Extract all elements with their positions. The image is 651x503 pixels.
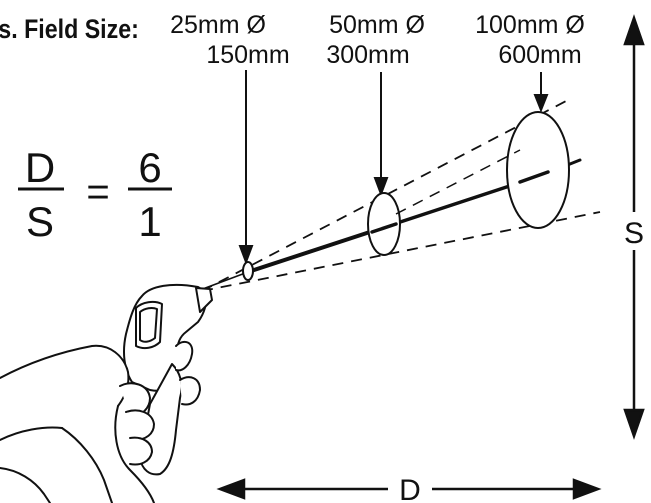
- spot-1-diameter: 25mm Ø: [170, 11, 266, 39]
- ratio-denominator-1: 1: [138, 198, 161, 245]
- thermometer-gun-illustration: [0, 283, 213, 503]
- diagram-title: s. Field Size:: [0, 14, 139, 44]
- spot-small: [242, 261, 254, 281]
- spot-large: [506, 111, 570, 229]
- measurement-spots: [242, 111, 570, 281]
- spot-medium: [367, 192, 401, 256]
- ratio-numerator-d: D: [25, 144, 55, 191]
- ratio-denominator-s: S: [26, 198, 54, 245]
- spot-1-distance: 150mm: [206, 41, 289, 69]
- spot-size-arrow: [623, 14, 645, 440]
- spot-3-distance: 600mm: [498, 41, 581, 69]
- ratio-numerator-6: 6: [138, 144, 161, 191]
- ratio-equals: =: [86, 170, 109, 214]
- spot-pointer-arrows: [238, 70, 549, 265]
- ratio-formula: D S = 6 1: [18, 144, 172, 245]
- distance-label: D: [399, 474, 421, 503]
- field-of-view-cone: [201, 99, 601, 292]
- spot-3-diameter: 100mm Ø: [475, 11, 585, 39]
- spot-size-label: S: [624, 217, 644, 250]
- distance-arrow: [216, 478, 602, 500]
- spot-2-distance: 300mm: [326, 41, 409, 69]
- spot-2-diameter: 50mm Ø: [329, 11, 425, 39]
